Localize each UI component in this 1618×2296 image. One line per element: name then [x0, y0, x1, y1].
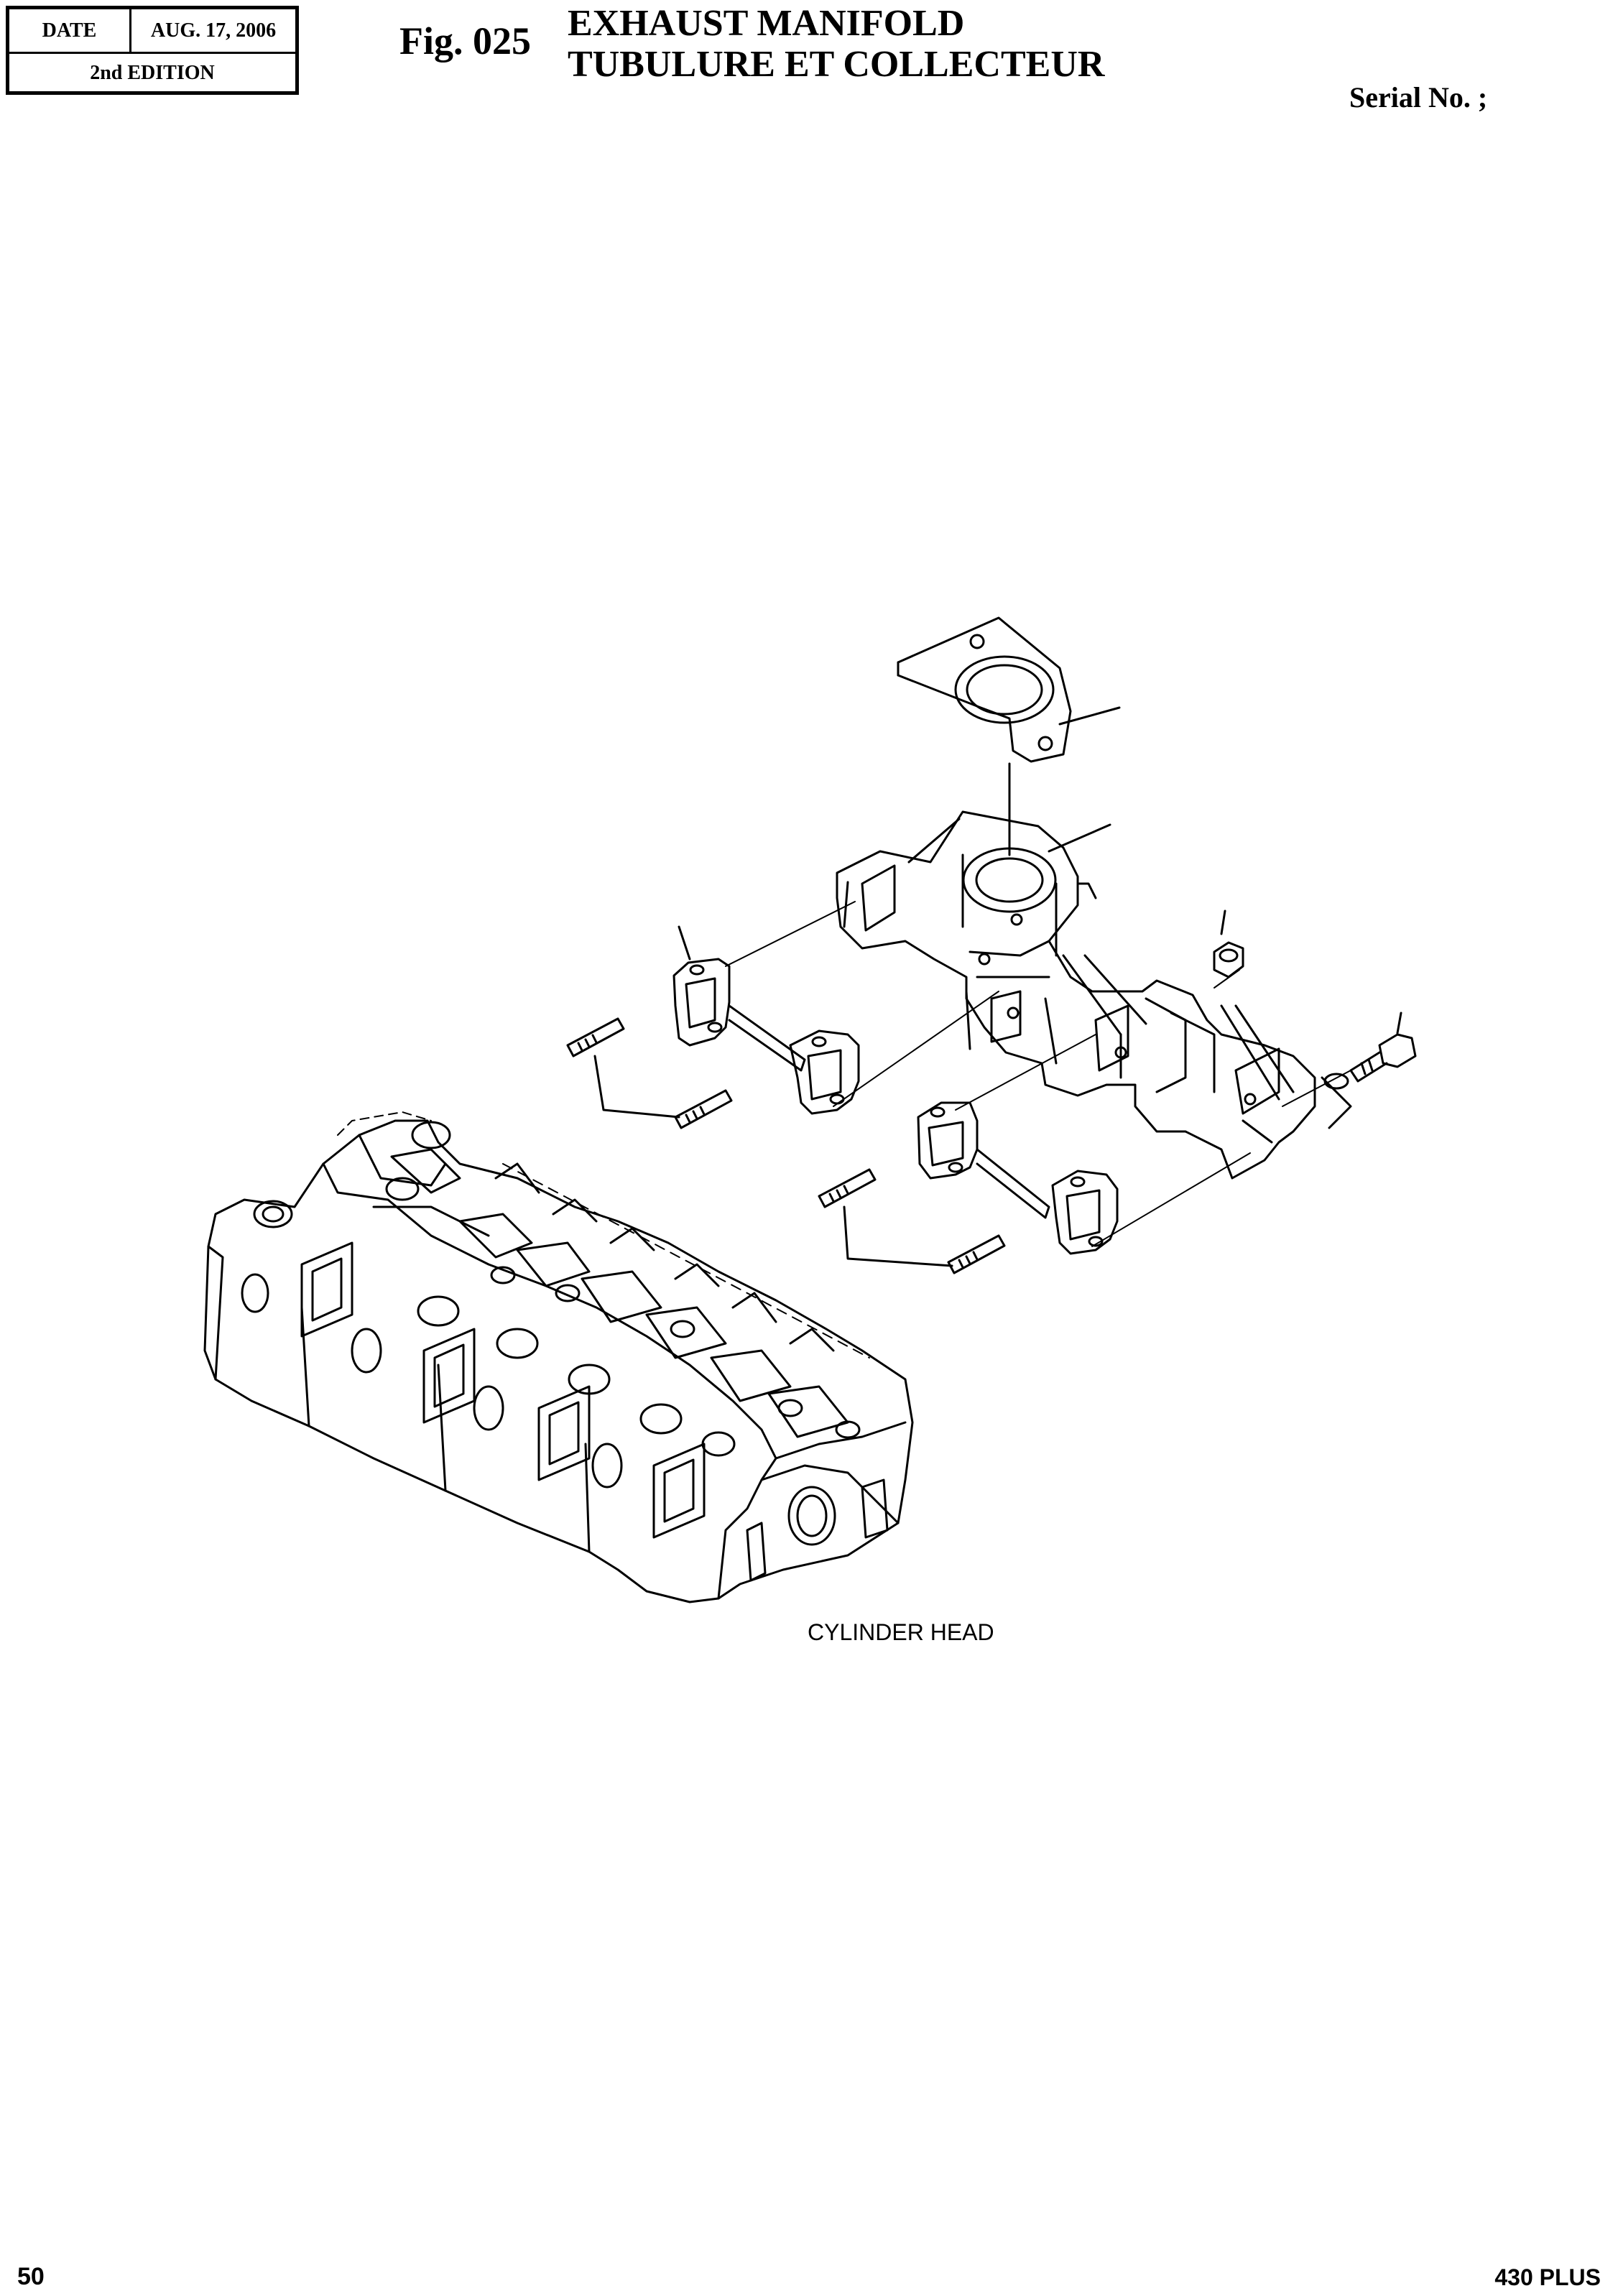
model-name: 430 PLUS	[1494, 2264, 1601, 2290]
flange-gasket	[897, 616, 1072, 763]
gasket-upper-leader	[678, 925, 691, 960]
page-title: EXHAUST MANIFOLD TUBULURE ET COLLECTEUR	[568, 3, 1104, 85]
bolt	[1349, 1033, 1417, 1083]
date-value: AUG. 17, 2006	[150, 19, 277, 42]
date-edition-box: DATE AUG. 17, 2006 2nd EDITION	[6, 6, 299, 95]
figure-number: Fig. 025	[399, 19, 531, 63]
stud-lower-leader	[843, 1205, 953, 1267]
cylinder-head-label: CYLINDER HEAD	[808, 1619, 994, 1645]
date-label: DATE	[9, 9, 131, 52]
manifold-gasket-upper	[672, 958, 860, 1115]
title-english: EXHAUST MANIFOLD	[568, 3, 965, 44]
bolt-leader	[1396, 1012, 1402, 1034]
nut-leader	[1220, 909, 1226, 935]
flange-gasket-leader	[1058, 706, 1121, 726]
title-french: TUBULURE ET COLLECTEUR	[568, 44, 1105, 85]
edition-label: 2nd EDITION	[90, 62, 215, 84]
stud-bolts	[566, 1017, 1006, 1274]
date-row: DATE AUG. 17, 2006	[9, 9, 295, 54]
stud-upper-leader	[593, 1055, 680, 1119]
manifold-gasket-lower	[917, 1101, 1119, 1255]
cylinder-head-top-edge	[337, 1111, 432, 1136]
assembly-centerlines	[725, 901, 1351, 1247]
serial-number-label: Serial No. ;	[1349, 81, 1488, 114]
nut	[1213, 941, 1244, 978]
manifold-leader	[1048, 823, 1111, 853]
cylinder-head	[203, 1119, 914, 1603]
cylinder-head-hidden-edge	[502, 1163, 870, 1358]
exhaust-manifold	[836, 810, 1352, 1180]
page-number: 50	[17, 2263, 45, 2290]
